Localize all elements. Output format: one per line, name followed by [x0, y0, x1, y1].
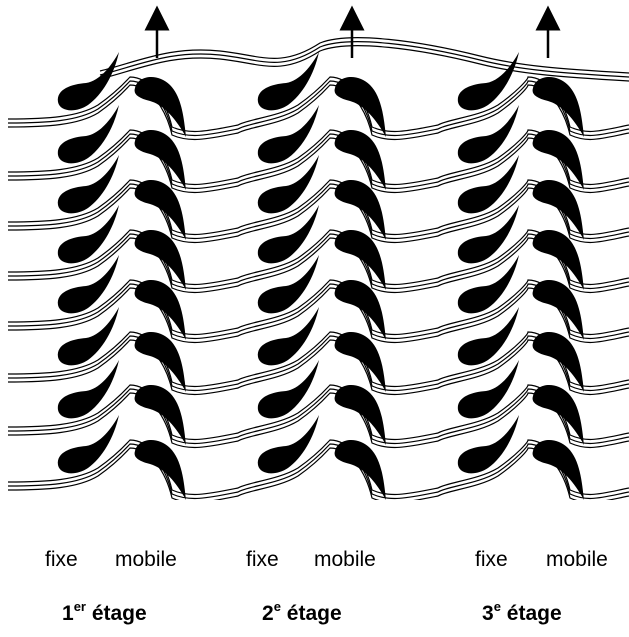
streamline	[7, 335, 629, 392]
label-mobile-3: mobile	[546, 548, 608, 571]
top-streamline	[99, 37, 629, 74]
moving-blade	[532, 332, 584, 392]
fixed-blade	[457, 307, 519, 366]
streamline	[7, 283, 629, 340]
fixed-blade	[57, 155, 119, 214]
moving-blade	[532, 440, 584, 500]
label-mobile-1: mobile	[115, 548, 177, 571]
streamline	[7, 183, 629, 240]
streamline	[7, 339, 629, 396]
fixed-blade	[57, 307, 119, 366]
fixed-blade	[457, 105, 519, 164]
moving-blade	[134, 280, 186, 340]
label-fixe-1: fixe	[45, 548, 78, 571]
moving-blade	[532, 180, 584, 240]
streamline	[7, 439, 629, 496]
streamline	[7, 392, 629, 449]
fixed-blade	[257, 255, 319, 314]
moving-blade	[134, 180, 186, 240]
moving-blade	[134, 77, 186, 137]
streamline	[7, 237, 629, 294]
exit-arrows	[144, 5, 561, 58]
streamline	[7, 187, 629, 244]
moving-blade	[134, 385, 186, 445]
stage-label-1: 1er étage	[62, 599, 147, 625]
moving-blade	[532, 230, 584, 290]
streamline	[7, 137, 629, 194]
moving-blade	[334, 180, 386, 240]
moving-blade	[134, 130, 186, 190]
moving-blade	[334, 280, 386, 340]
streamline	[7, 447, 629, 500]
fixed-blade	[257, 105, 319, 164]
fixed-blade	[57, 105, 119, 164]
moving-blade	[532, 130, 584, 190]
moving-blade	[532, 280, 584, 340]
stage-label-2: 2e étage	[262, 599, 342, 625]
streamline	[7, 384, 629, 441]
moving-blade	[532, 77, 584, 137]
streamline	[7, 179, 629, 236]
fixed-blade	[457, 360, 519, 419]
fixed-blade	[57, 255, 119, 314]
streamline	[7, 287, 629, 344]
streamline	[7, 279, 629, 336]
fixed-blade	[457, 205, 519, 264]
stage-label-3: 3e étage	[482, 599, 562, 625]
moving-blade	[532, 385, 584, 445]
moving-blade	[134, 440, 186, 500]
moving-blade	[334, 130, 386, 190]
fixed-blade	[457, 52, 519, 111]
fixed-blade	[257, 155, 319, 214]
fixed-blade	[57, 415, 119, 474]
moving-blade	[334, 385, 386, 445]
fixed-blade	[457, 415, 519, 474]
fixed-blade	[257, 360, 319, 419]
fixed-blade	[257, 415, 319, 474]
top-streamline	[99, 41, 629, 78]
streamline	[7, 331, 629, 388]
fixed-blade	[257, 307, 319, 366]
streamline	[7, 76, 629, 133]
moving-blade	[134, 332, 186, 392]
streamline	[7, 229, 629, 286]
label-fixe-3: fixe	[475, 548, 508, 571]
streamline	[7, 84, 629, 141]
fixed-blade	[457, 255, 519, 314]
label-mobile-2: mobile	[314, 548, 376, 571]
fixed-blade	[57, 360, 119, 419]
top-streamline	[99, 45, 629, 82]
turbine-stages-diagram	[7, 5, 629, 500]
moving-blade	[334, 230, 386, 290]
fixed-blade	[57, 52, 119, 111]
streamline	[7, 443, 629, 500]
moving-blade	[334, 77, 386, 137]
label-fixe-2: fixe	[246, 548, 279, 571]
streamline	[7, 129, 629, 186]
fixed-blade	[257, 52, 319, 111]
streamline	[7, 233, 629, 290]
moving-blade	[334, 332, 386, 392]
streamline	[7, 80, 629, 137]
blade-rows	[57, 52, 584, 500]
fixed-blade	[257, 205, 319, 264]
fixed-blade	[57, 205, 119, 264]
fixed-blade	[457, 155, 519, 214]
streamline	[7, 388, 629, 445]
streamline	[7, 133, 629, 190]
flow-streamlines	[7, 37, 629, 500]
moving-blade	[134, 230, 186, 290]
moving-blade	[334, 440, 386, 500]
